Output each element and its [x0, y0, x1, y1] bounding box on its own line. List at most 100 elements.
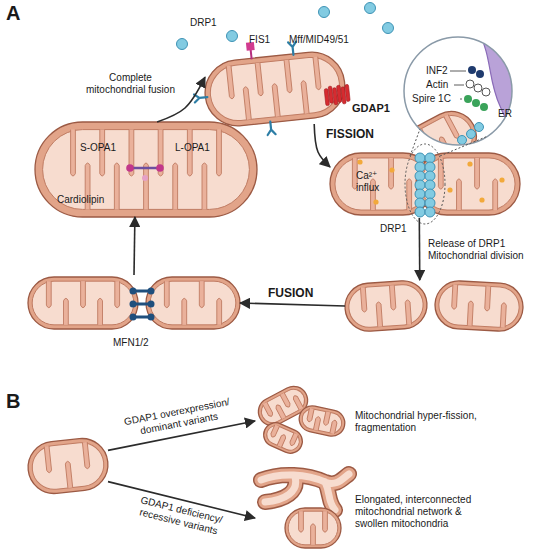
crista [81, 281, 86, 308]
tubular-network [261, 474, 349, 510]
mitochondrion [26, 436, 111, 496]
crista [44, 446, 52, 473]
crista [330, 420, 338, 434]
mfn-protein [130, 301, 137, 308]
outer-membrane [26, 436, 111, 496]
node-label: L-OPA1 [175, 142, 220, 154]
inf2-protein [468, 66, 476, 74]
node-label: DRP1 [380, 223, 412, 235]
crista [438, 158, 443, 189]
mfn-protein [148, 301, 155, 308]
mitochondrion [434, 280, 524, 333]
node-label: Elongated, interconnected mitochondrial … [355, 494, 480, 530]
illustration-part [108, 77, 420, 518]
inner-membrane [30, 441, 106, 492]
edge-label: Release of DRP1 Mitochondrial division [428, 238, 533, 262]
node-label: FIS1 [249, 34, 279, 46]
edge-label: GDAP1 deficiency/ recessive variants [120, 490, 240, 542]
tethered-mitochondria: MFN1/2 [28, 275, 240, 331]
crista [405, 300, 412, 325]
zoom-leader [410, 129, 420, 156]
mitochondrion [416, 153, 520, 215]
node-label: ER [498, 108, 518, 120]
mitochondrion [28, 277, 138, 329]
crista [307, 408, 315, 422]
crista [323, 511, 328, 532]
crista [82, 442, 90, 469]
mitochondrion [260, 419, 306, 457]
crista [389, 285, 396, 310]
edge-label: Complete mitochondrial fusion [78, 72, 183, 96]
fis1-stalk [251, 49, 252, 59]
process-arrow [157, 77, 205, 122]
calcium-ion [357, 159, 362, 164]
daughter-mitochondria [345, 280, 523, 332]
mff-receptor [194, 93, 208, 102]
outer-membrane [330, 153, 434, 215]
crista [457, 179, 462, 210]
outer-membrane [202, 49, 348, 129]
gdap1-protein [345, 84, 350, 101]
mfn-protein [148, 314, 155, 321]
outer-membrane [146, 277, 240, 329]
node-label: INF2 [426, 65, 466, 77]
actin-monomer [474, 84, 482, 92]
mfn-protein [130, 288, 137, 295]
drp1-protein [475, 123, 484, 132]
drp1-protein [425, 207, 435, 217]
drp1-protein [319, 7, 330, 18]
node-label: Spire 1C [412, 93, 462, 105]
node-shape [400, 36, 516, 146]
cardiolipin [142, 175, 148, 181]
leader-line [454, 85, 464, 86]
er-contact-inset: INF2ActinSpire 1CER [400, 36, 516, 146]
edge-label: FISSION [326, 127, 386, 141]
mitochondrion [297, 404, 347, 439]
crista [299, 511, 304, 532]
crista [493, 179, 498, 210]
outer-membrane [297, 404, 347, 439]
crista [301, 80, 309, 113]
s-opa1-protein [126, 164, 134, 172]
crista [199, 281, 204, 308]
crista [280, 393, 291, 408]
mitochondrion [330, 153, 434, 215]
crista [467, 301, 473, 326]
crista [376, 302, 383, 327]
inner-membrane [300, 407, 343, 435]
spire1c-protein [472, 99, 480, 107]
drp1-protein [458, 136, 467, 145]
leader-line [450, 71, 466, 72]
crista [417, 129, 433, 154]
fragmented-mitochondria: Mitochondrial hyper-fission, fragmentati… [255, 388, 347, 454]
inner-membrane [264, 423, 302, 453]
mfn-protein [130, 314, 137, 321]
crista [389, 158, 394, 189]
mitochondrial-network: Elongated, interconnected mitochondrial … [255, 470, 351, 550]
node-label: S-OPA1 [80, 142, 125, 154]
crista [407, 179, 412, 210]
illustration-part [194, 93, 208, 102]
crista [115, 281, 120, 308]
crista [226, 66, 234, 99]
node-shape [28, 275, 240, 331]
mff-receptor [266, 121, 275, 135]
l-opa1-protein [156, 164, 164, 172]
crista [243, 87, 251, 120]
node-label: Mitochondrial hyper-fission, fragmentati… [355, 410, 505, 434]
panel-letter: A [6, 2, 30, 24]
crista [475, 158, 480, 189]
crista [173, 163, 178, 209]
calcium-ion [499, 177, 504, 182]
crista [272, 84, 280, 117]
crista [71, 130, 76, 176]
crista [452, 284, 458, 309]
drp1-protein [383, 23, 394, 34]
crista [311, 524, 316, 545]
outer-membrane [416, 153, 520, 215]
mitochondrion [343, 279, 428, 333]
drp1-protein [365, 3, 376, 14]
calcium-ion [373, 199, 378, 204]
edge-label: GDAP1 overexpression/ dominant variants [118, 395, 238, 441]
node-shape [205, 52, 345, 124]
